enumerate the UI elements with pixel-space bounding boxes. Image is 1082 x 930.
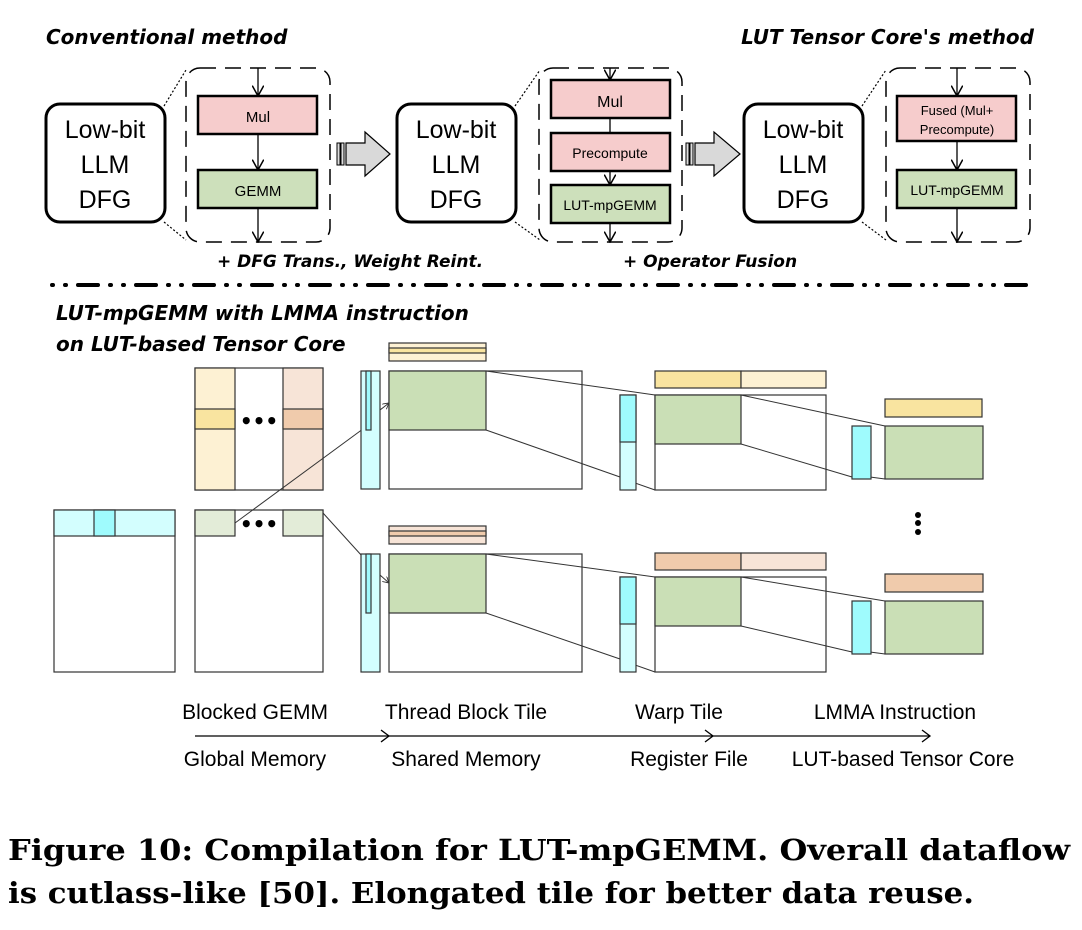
bottom-title-line1: LUT-mpGEMM with LMMA instruction	[56, 301, 469, 325]
dfg-label: DFG	[430, 186, 483, 214]
thread-block-tile-1	[360, 342, 583, 490]
op-lut-mpgemm	[549, 183, 672, 225]
dataflow-arrow-icon	[195, 729, 932, 743]
op-mul-label: Mul	[246, 109, 270, 126]
figure-caption-line1: Figure 10: Compilation for LUT-mpGEMM. O…	[8, 833, 1071, 867]
op-lut-mpgemm-label: LUT-mpGEMM	[910, 182, 1003, 198]
global-matrix-a	[53, 509, 176, 673]
level-memory-label: Global Memory	[184, 748, 327, 771]
dfg-block-3	[742, 102, 865, 224]
ellipsis-vertical-icon	[915, 512, 921, 535]
level-memory-label: LUT-based Tensor Core	[792, 748, 1015, 771]
dfg-label: Low-bit	[763, 116, 844, 144]
op-mul	[549, 78, 672, 120]
dfg-label: Low-bit	[65, 116, 146, 144]
transform-arrow-icon	[336, 130, 391, 178]
op-lut-mpgemm-label: LUT-mpGEMM	[563, 197, 656, 213]
level-tile-label: Thread Block Tile	[385, 701, 547, 724]
transform-label-2: + Operator Fusion	[623, 252, 797, 272]
op-fused-label: Precompute)	[920, 122, 994, 137]
op-fused-label: Fused (Mul+	[921, 103, 994, 118]
title-conventional-method: Conventional method	[46, 25, 288, 49]
level-tile-label: Warp Tile	[635, 701, 723, 724]
op-mul	[196, 94, 319, 136]
op-gemm	[196, 168, 319, 210]
thread-block-tile-2	[360, 525, 583, 673]
transform-arrow-icon	[685, 130, 741, 178]
stage-dfg-transformed: Low-bit LLM DFG Mul Precompute LUT-mpGEM…	[395, 67, 683, 242]
dfg-label: LLM	[432, 151, 481, 179]
ellipsis-horizontal: •••	[240, 409, 278, 433]
dfg-label: DFG	[79, 186, 132, 214]
op-gemm-label: GEMM	[235, 183, 282, 200]
dfg-block-2	[395, 102, 518, 224]
op-mul-label: Mul	[597, 94, 623, 111]
stage-conventional: Low-bit LLM DFG Mul GEMM	[44, 67, 331, 242]
level-tile-label: LMMA Instruction	[814, 701, 976, 724]
title-lut-method: LUT Tensor Core's method	[741, 25, 1035, 49]
op-precompute-label: Precompute	[572, 145, 648, 161]
warp-tile-1	[619, 370, 827, 491]
level-memory-label: Shared Memory	[391, 748, 541, 771]
bottom-title-line2: on LUT-based Tensor Core	[56, 332, 346, 356]
dfg-label: Low-bit	[416, 116, 497, 144]
level-memory-label: Register File	[630, 748, 748, 771]
dfg-label: LLM	[779, 151, 828, 179]
lmma-instruction-1	[851, 398, 984, 480]
figure-caption-line2: is cutlass-like [50]. Elongated tile for…	[8, 876, 974, 910]
transform-label-1: + DFG Trans., Weight Reint.	[217, 252, 483, 272]
zoom-region-3	[885, 67, 1031, 243]
lmma-instruction-2	[851, 573, 984, 655]
dfg-label: DFG	[777, 186, 830, 214]
ellipsis-horizontal: •••	[240, 512, 278, 536]
global-matrix-c: •••	[194, 509, 324, 673]
warp-tile-2	[619, 552, 827, 673]
dfg-block-1	[44, 102, 167, 224]
dfg-label: LLM	[81, 151, 130, 179]
level-tile-label: Blocked GEMM	[182, 701, 328, 724]
global-matrix-b-columns: •••	[194, 367, 324, 491]
stage-lut-tensor-core: Low-bit LLM DFG Fused (Mul+ Precompute) …	[742, 67, 1031, 243]
